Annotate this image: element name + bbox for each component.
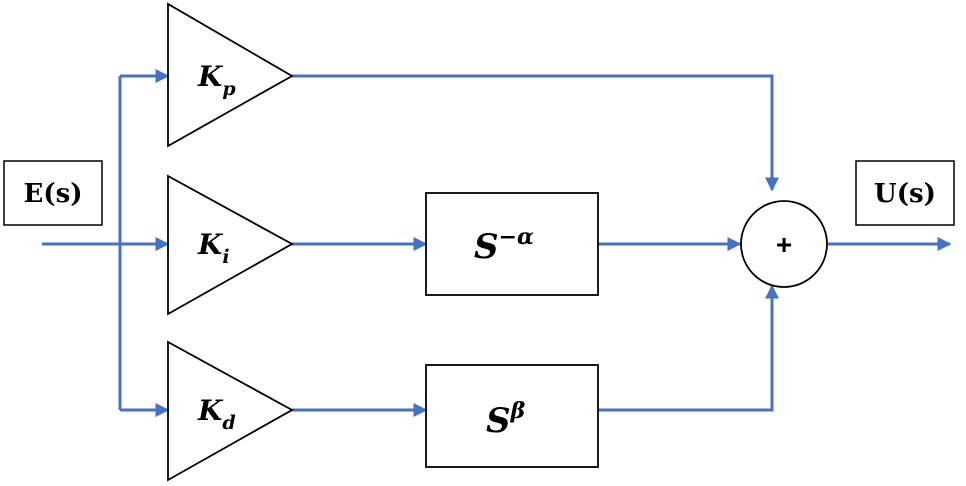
summing-junction: + <box>740 200 828 288</box>
gain-kp-triangle <box>167 2 294 148</box>
gain-kd: Kd <box>167 340 294 482</box>
gain-ki: Ki <box>167 174 294 316</box>
output-label-box <box>855 160 955 226</box>
integral-operator-box <box>425 192 599 296</box>
derivative-to-summer-arrow <box>598 284 779 412</box>
derivative-operator-label: Sβ <box>486 398 526 441</box>
integral-operator-block: S−α <box>425 192 599 296</box>
input-label-box <box>3 160 103 226</box>
summing-junction-symbol: + <box>776 229 792 260</box>
summing-junction-circle <box>740 200 828 288</box>
kp-to-summer-arrow <box>292 74 779 192</box>
derivative-operator-box <box>425 364 599 468</box>
signal-lines <box>42 69 952 417</box>
gain-ki-triangle <box>167 174 294 316</box>
gain-kd-triangle <box>167 340 294 482</box>
gain-kp-label: Kp <box>197 60 236 100</box>
gain-ki-label: Ki <box>197 228 230 268</box>
output-label: U(s) <box>874 179 936 209</box>
gain-kp: Kp <box>167 2 294 148</box>
input-label: E(s) <box>23 179 82 209</box>
gain-kd-label: Kd <box>197 394 236 434</box>
integral-operator-label: S−α <box>474 224 534 267</box>
derivative-operator-block: Sβ <box>425 364 599 468</box>
